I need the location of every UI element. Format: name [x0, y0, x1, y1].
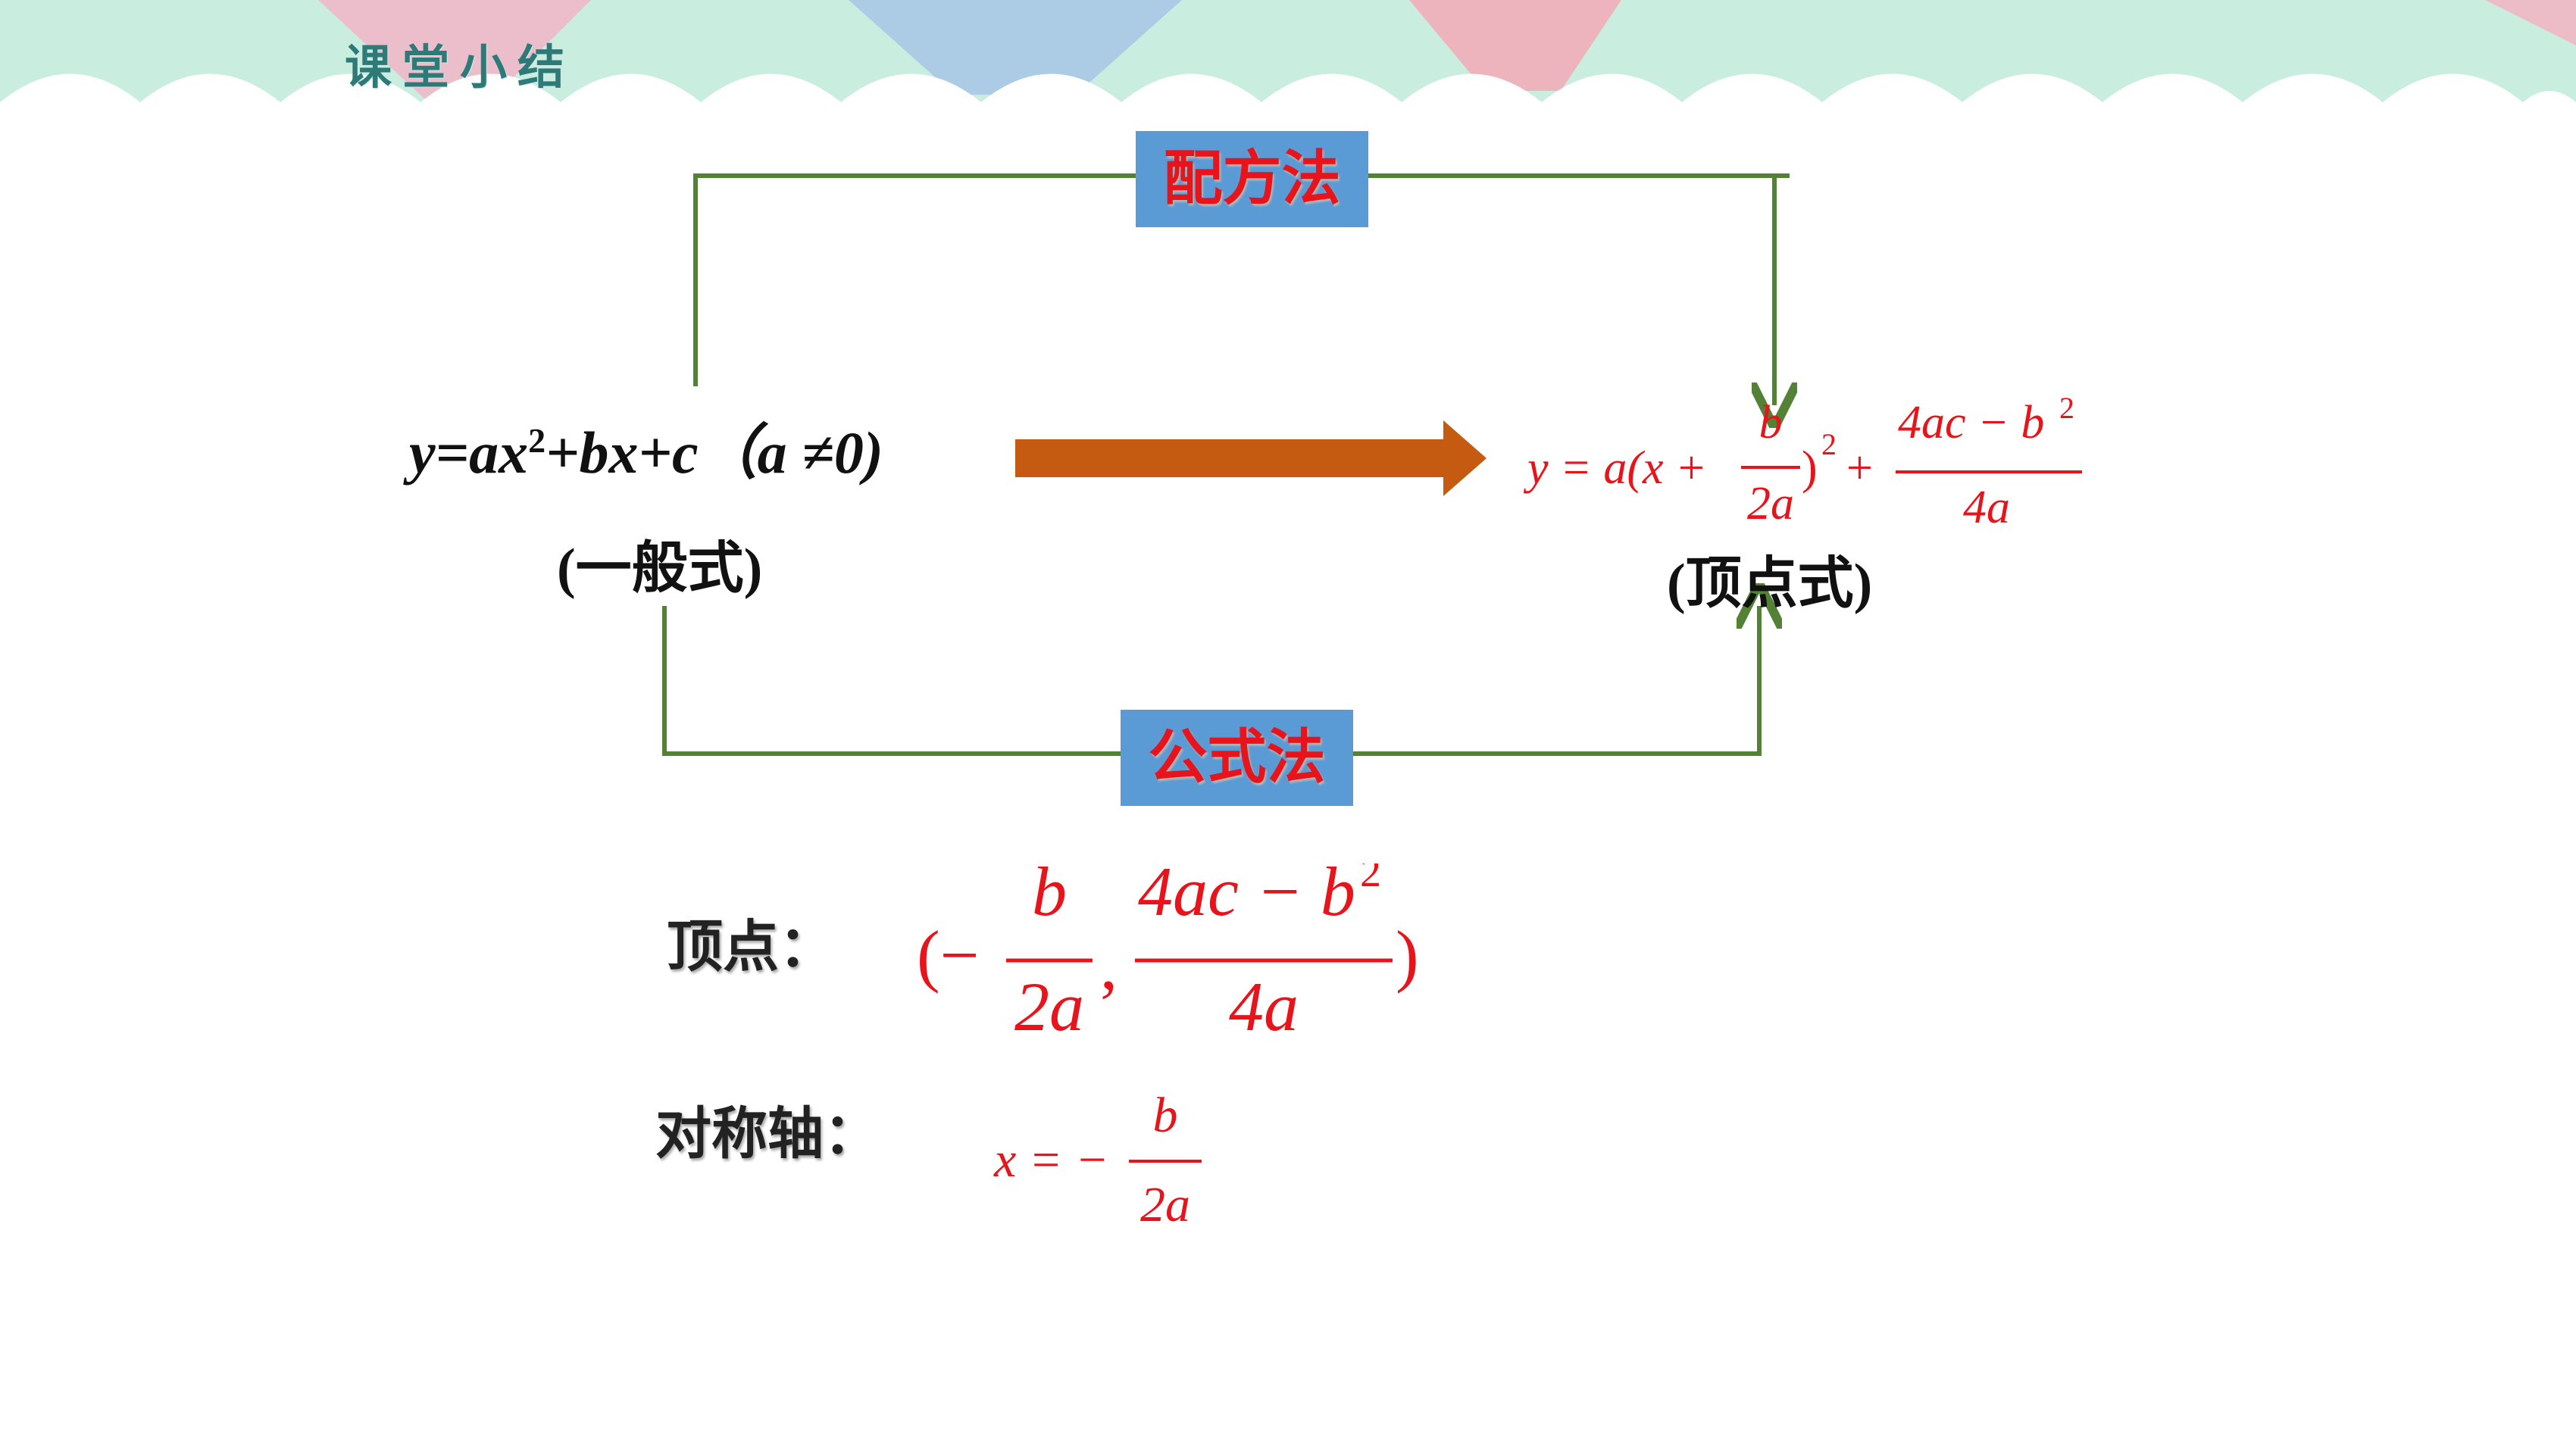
axis-lead: x = −: [993, 1132, 1108, 1188]
general-form-expression: y=ax2+bx+c（a ≠0): [409, 405, 883, 490]
general-form-lead: y=ax: [409, 420, 529, 486]
vertex-form-frac1-num: b: [1759, 397, 1783, 448]
section-title: 课堂小结: [345, 39, 576, 95]
general-form-exponent: 2: [528, 421, 546, 460]
banner-scallop-edge: [0, 73, 2576, 151]
vertex-form-plus: +: [1846, 442, 1873, 494]
top-connector-line: [693, 173, 1790, 386]
banner-blue-shape: [849, 0, 1182, 95]
vertex-x-num: b: [1032, 863, 1067, 930]
vertex-y-den: 4a: [1229, 968, 1299, 1045]
vertex-form-frac2-den: 4a: [1963, 482, 2010, 533]
vertex-comma: ,: [1100, 926, 1118, 1004]
banner-rose-shape: [1409, 0, 1621, 91]
banner-corner-shape: [2159, 0, 2576, 45]
vertex-x-den: 2a: [1014, 968, 1084, 1045]
vertex-form-frac1-den: 2a: [1747, 478, 1794, 529]
axis-formula: x = − b 2a: [993, 1091, 1202, 1232]
method-label-completing-square: 配方法: [1136, 131, 1368, 227]
general-form-label: (一般式): [557, 538, 763, 600]
vertex-label: 顶点：: [667, 914, 835, 979]
vertex-form-lead: y = a(x +: [1523, 442, 1707, 494]
vertex-form-close: ): [1802, 442, 1818, 494]
vertex-coordinates: (− b 2a , 4ac − b 2 4a ): [917, 863, 1419, 1045]
axis-label: 对称轴：: [655, 1101, 880, 1166]
vertex-form-square: 2: [1821, 427, 1837, 461]
axis-num: b: [1153, 1091, 1178, 1143]
vertex-form-frac2-num-exp: 2: [2059, 394, 2074, 425]
vertex-y-num: 4ac − b: [1138, 863, 1355, 930]
vertex-y-num-exp: 2: [1360, 863, 1381, 896]
conversion-arrow: [1015, 420, 1487, 496]
banner-pink-shape: [318, 0, 591, 98]
vertex-close-paren: ): [1396, 917, 1419, 994]
general-form-tail: +bx+c（a ≠0): [546, 420, 883, 486]
vertex-form-label: (顶点式): [1667, 553, 1873, 615]
vertex-form-formula: y = a(x + b 2a ) 2 + 4ac − b 2 4a: [1523, 394, 2082, 533]
axis-den: 2a: [1140, 1177, 1190, 1232]
top-banner: [0, 0, 2576, 151]
method-label-formula: 公式法: [1121, 710, 1353, 806]
vertex-form-frac2-num: 4ac − b: [1898, 397, 2044, 448]
vertex-open-paren: (−: [917, 917, 980, 994]
